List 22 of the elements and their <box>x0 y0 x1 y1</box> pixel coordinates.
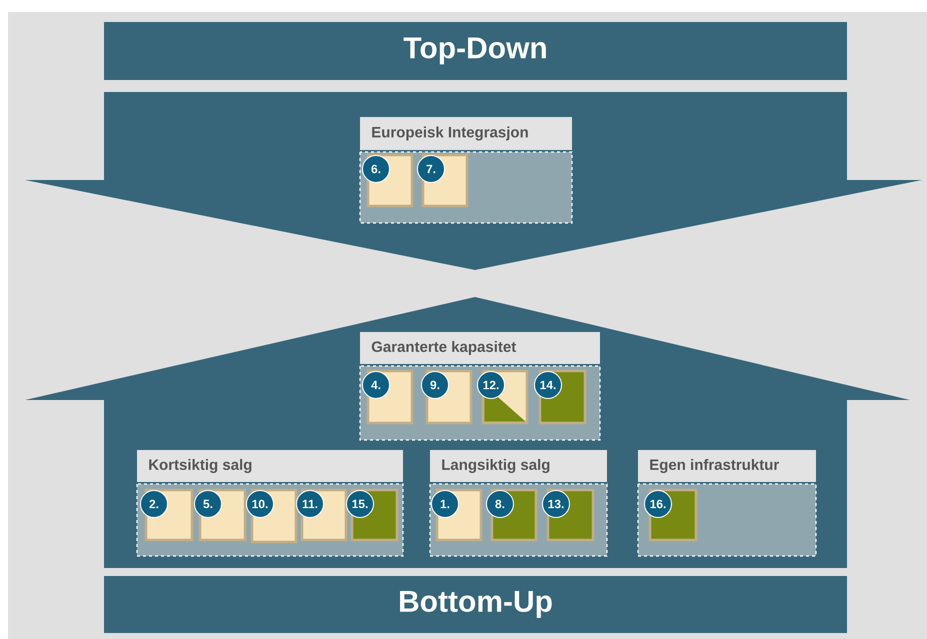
numbered-tile: 13. <box>542 488 594 542</box>
numbered-tile: 4. <box>362 370 414 424</box>
banner: Top-Down <box>104 22 847 80</box>
numbered-tile: 6. <box>362 154 414 208</box>
numbered-tile: 5. <box>194 488 246 542</box>
numbered-tile: 12. <box>477 370 528 424</box>
numbered-tile: 1. <box>431 488 482 542</box>
numbered-tile: 15. <box>346 488 398 542</box>
banner: Bottom-Up <box>104 576 847 633</box>
node-label: Langsiktig salg <box>442 458 550 474</box>
numbered-tile: 14. <box>534 370 586 424</box>
numbered-tile: 8. <box>486 488 538 542</box>
numbered-tile: 11. <box>296 488 348 542</box>
numbered-tile: 9. <box>421 370 472 424</box>
node-label: Kortsiktig salg <box>149 458 252 474</box>
numbered-tile: 2. <box>140 488 194 542</box>
numbered-tile: 10. <box>246 488 298 544</box>
numbered-tile: 7. <box>417 154 468 208</box>
node-label: Europeisk Integrasjon <box>372 126 528 141</box>
node-label: Garanterte kapasitet <box>372 340 516 355</box>
node-label: Egen infrastruktur <box>650 458 779 474</box>
numbered-tile: 16. <box>644 488 698 542</box>
